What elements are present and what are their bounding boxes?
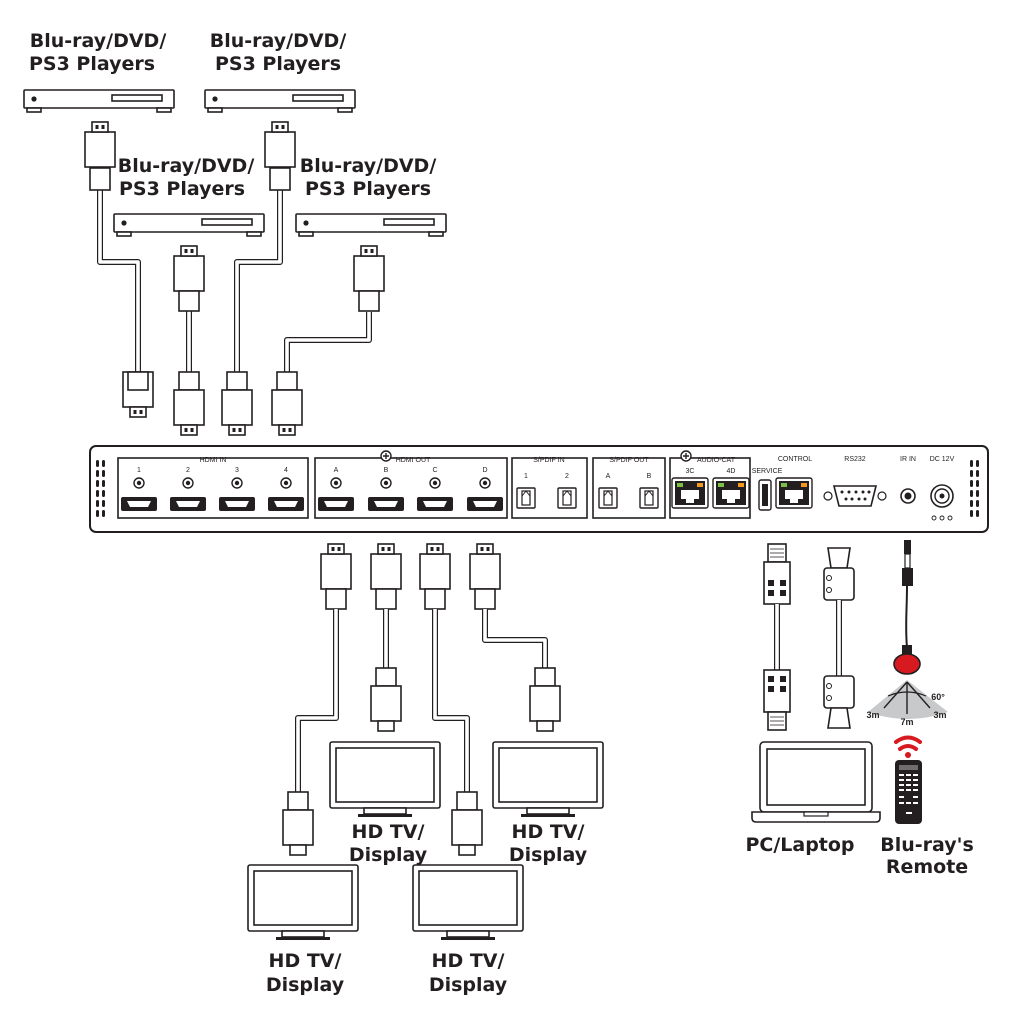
- player-1-icon: [23, 89, 175, 113]
- source-3-label-line2: PS3 Players: [119, 178, 245, 200]
- ir-receiver-eye-icon: [893, 653, 921, 675]
- hdmi-cable-in-3: [221, 121, 296, 436]
- ir-receiver-cable: [893, 540, 921, 675]
- hdmi-in-port-3-label: 3: [235, 467, 239, 474]
- hdmi-cable-out-c: [419, 543, 483, 856]
- rs232-port: [823, 485, 887, 507]
- lan-cable: [763, 543, 791, 731]
- control-label: CONTROL: [778, 456, 812, 463]
- audio-cat-port-3c-label: 3C: [686, 468, 695, 475]
- spdif-out-port-a-label: A: [606, 473, 611, 480]
- service-label: SERVICE: [752, 468, 783, 475]
- source-1-label-line1: Blu-ray/DVD/: [30, 30, 167, 52]
- source-2-label-line1: Blu-ray/DVD/: [210, 30, 347, 52]
- player-4-icon: [295, 213, 447, 237]
- remote-control-icon: [895, 760, 922, 824]
- spdif-in-title: S/PDIF IN: [533, 457, 565, 464]
- spdif-out-port-b-label: B: [647, 473, 652, 480]
- player-3-icon: [113, 213, 265, 237]
- tv-b-label-line2: Display: [349, 844, 428, 866]
- ir-range-right-label: 3m: [933, 710, 946, 720]
- dc-power-jack: [930, 484, 954, 521]
- tv-c-icon: [412, 864, 524, 941]
- ir-coverage-fan: 60° 3m 7m 3m: [866, 680, 948, 727]
- hdmi-cable-out-b: [370, 543, 402, 732]
- hdmi-cable-out-a: [282, 543, 352, 856]
- tv-d-icon: [492, 741, 604, 818]
- tv-d-label-line1: HD TV/: [512, 821, 585, 843]
- rs232-cable: [823, 547, 855, 729]
- hdmi-cable-in-4: [271, 245, 385, 436]
- tv-a-icon: [247, 864, 359, 941]
- wireless-signal-icon: [894, 735, 922, 758]
- audio-cat-port-4d-label: 4D: [727, 468, 736, 475]
- ir-range-left-label: 3m: [866, 710, 879, 720]
- remote-label-line2: Remote: [886, 856, 968, 878]
- hdmi-out-port-c-label: C: [432, 467, 437, 474]
- spdif-in-port-2-label: 2: [565, 473, 569, 480]
- ir-range-center-label: 7m: [900, 717, 913, 727]
- rs232-label: RS232: [844, 456, 866, 463]
- laptop-icon: [751, 741, 881, 823]
- tv-c-label-line2: Display: [429, 974, 508, 996]
- pc-laptop-label: PC/Laptop: [745, 834, 854, 856]
- audio-cat-title: AUDIO-CAT: [697, 457, 736, 464]
- hdmi-cable-in-2: [173, 245, 205, 436]
- hdmi-in-port-1-label: 1: [137, 467, 141, 474]
- hdmi-in-port-2-label: 2: [186, 467, 190, 474]
- tv-c-label-line1: HD TV/: [432, 950, 505, 972]
- ir-angle-label: 60°: [931, 692, 945, 702]
- hdmi-out-port-d-label: D: [482, 467, 487, 474]
- tv-b-label-line1: HD TV/: [352, 821, 425, 843]
- hdmi-cable-in-1: [84, 121, 154, 418]
- source-3-label-line1: Blu-ray/DVD/: [118, 155, 255, 177]
- source-1-label-line2: PS3 Players: [29, 53, 155, 75]
- tv-a-label-line2: Display: [266, 974, 345, 996]
- tv-a-label-line1: HD TV/: [269, 950, 342, 972]
- tv-b-icon: [329, 741, 441, 818]
- dc-label: DC 12V: [930, 456, 955, 463]
- hdmi-out-port-b-label: B: [384, 467, 389, 474]
- source-2-label-line2: PS3 Players: [215, 53, 341, 75]
- matrix-rear-panel: HDMI IN 1 2 3 4 HDMI OUT A B C D S/PDIF …: [89, 445, 989, 533]
- hdmi-in-title: HDMI IN: [200, 457, 227, 464]
- tv-d-label-line2: Display: [509, 844, 588, 866]
- hdmi-in-port-4-label: 4: [284, 467, 288, 474]
- hdmi-out-title: HDMI OUT: [396, 457, 431, 464]
- spdif-in-port-1-label: 1: [524, 473, 528, 480]
- ir-in-label: IR IN: [900, 456, 916, 463]
- source-4-label-line1: Blu-ray/DVD/: [300, 155, 437, 177]
- source-4-label-line2: PS3 Players: [305, 178, 431, 200]
- player-2-icon: [204, 89, 356, 113]
- spdif-out-title: S/PDIF OUT: [609, 457, 649, 464]
- remote-label-line1: Blu-ray's: [880, 834, 974, 856]
- hdmi-cable-out-d: [469, 543, 561, 732]
- hdmi-out-port-a-label: A: [334, 467, 339, 474]
